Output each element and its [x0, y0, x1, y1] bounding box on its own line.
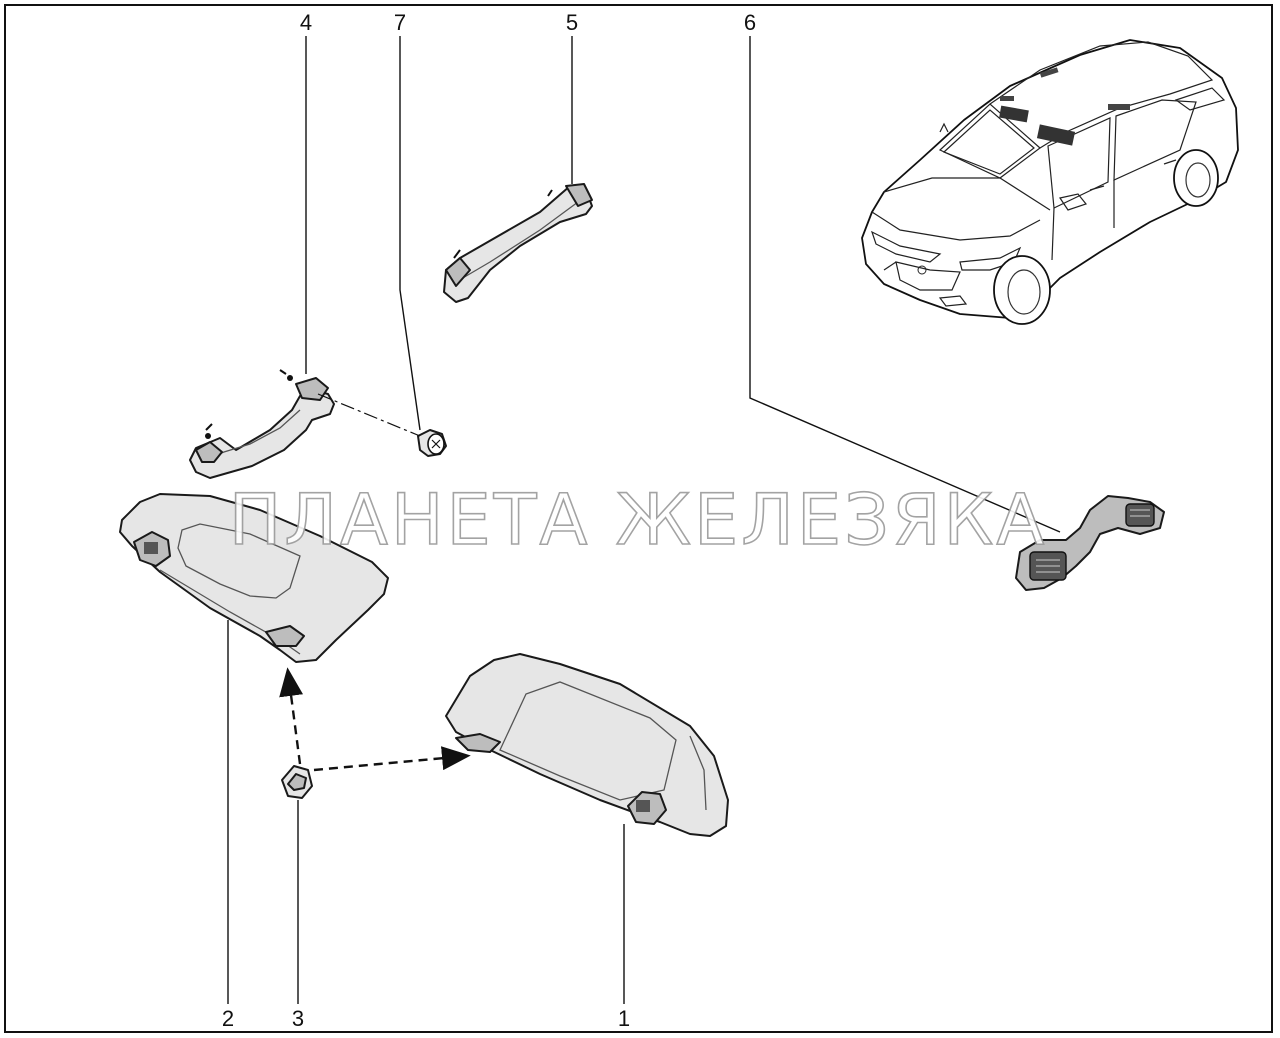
grab-handle-left: [189, 369, 335, 479]
grab-handle-top: [443, 183, 593, 303]
watermark-text: ПЛАНЕТА ЖЕЛЕЗЯКА: [229, 479, 1048, 561]
screw-axis: [317, 393, 421, 437]
roof-mark-2: [1036, 124, 1076, 146]
roof-mark-1: [999, 105, 1029, 123]
callout-6: 6: [744, 10, 756, 35]
sun-visor-left: [119, 493, 389, 663]
grab-handle-right: [1015, 495, 1165, 591]
callout-3: 3: [292, 1006, 304, 1031]
callout-5: 5: [566, 10, 578, 35]
callout-1: 1: [618, 1006, 630, 1031]
rear-wheel: [1173, 149, 1219, 207]
callout-4: 4: [300, 10, 312, 35]
screw: [417, 429, 447, 457]
arrow-clip-to-visor-right: [313, 746, 471, 772]
leader-lines: [227, 36, 1061, 1004]
diagram-border: [4, 4, 1273, 1033]
callout-2: 2: [222, 1006, 234, 1031]
arrow-clip-to-visor-left: [279, 667, 304, 765]
visor-clip: [281, 765, 313, 799]
sun-visor-right: [445, 653, 729, 837]
callout-7: 7: [394, 10, 406, 35]
car-illustration: [861, 39, 1239, 325]
